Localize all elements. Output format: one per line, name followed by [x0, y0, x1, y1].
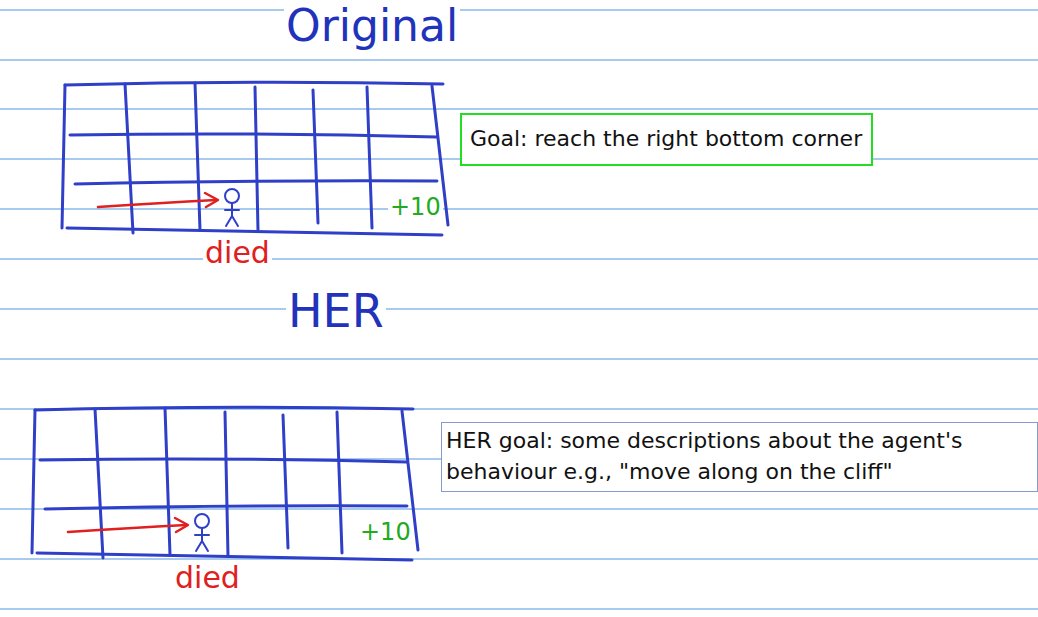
- box-text: HER goal: some descriptions about the ag…: [446, 426, 1033, 488]
- section-heading: Original: [284, 4, 460, 48]
- reward-label: +10: [358, 520, 413, 544]
- reward-label: +10: [388, 195, 443, 219]
- goal-box: Goal: reach the right bottom corner: [460, 113, 873, 166]
- box-text: Goal: reach the right bottom corner: [470, 124, 864, 155]
- section-heading: HER: [286, 288, 386, 334]
- grid-world-her: [32, 407, 418, 560]
- death-label: died: [203, 238, 272, 268]
- ruled-lines: [0, 10, 1038, 609]
- death-label: died: [173, 563, 242, 593]
- grid-world-original: [62, 82, 448, 235]
- her-goal-box: HER goal: some descriptions about the ag…: [441, 422, 1038, 492]
